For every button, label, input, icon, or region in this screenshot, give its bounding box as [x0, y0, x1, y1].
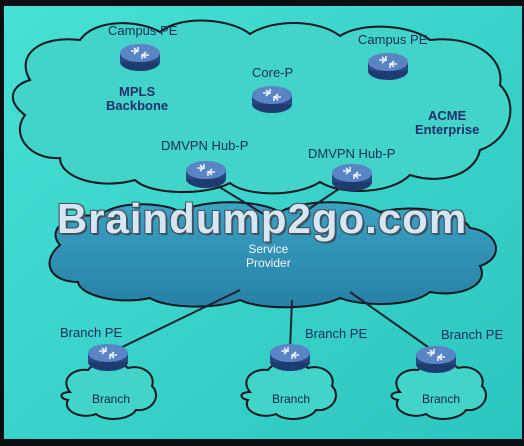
core-p-label: Core-P [252, 65, 294, 80]
branch-pe-3-label: Branch PE [441, 327, 504, 342]
campus-pe-left-label: Campus PE [108, 23, 178, 38]
campus-pe-right-label: Campus PE [358, 32, 428, 47]
links [111, 179, 436, 353]
dmvpn-hub-right-label: DMVPN Hub-P [308, 146, 396, 161]
campus-pe-left-router-icon [119, 43, 161, 72]
service-provider-label: Service Provider [246, 242, 291, 270]
dmvpn-hub-right-router-icon [331, 163, 373, 192]
branch-2-label: Branch [272, 392, 311, 406]
branch-cloud-1 [60, 361, 157, 420]
branch-pe-1-router-icon [87, 343, 129, 372]
dmvpn-hub-left-label: DMVPN Hub-P [161, 138, 249, 153]
branch-cloud-2 [240, 361, 337, 420]
service-provider-cloud [48, 201, 497, 309]
acme-enterprise-label: ACME Enterprise [415, 108, 480, 137]
mpls-backbone-label: MPLS Backbone [106, 84, 169, 113]
branch-pe-1-label: Branch PE [60, 325, 123, 340]
dmvpn-hub-left-router-icon [185, 160, 227, 189]
campus-pe-right-router-icon [367, 52, 409, 81]
branch-3-label: Branch [422, 392, 461, 406]
watermark: Braindump2go.com [56, 195, 468, 242]
branch-pe-2-router-icon [269, 343, 311, 372]
core-p-router-icon [251, 85, 293, 114]
branch-pe-2-label: Branch PE [305, 326, 368, 341]
branch-1-label: Branch [92, 392, 131, 406]
branch-pe-3-router-icon [415, 345, 457, 374]
